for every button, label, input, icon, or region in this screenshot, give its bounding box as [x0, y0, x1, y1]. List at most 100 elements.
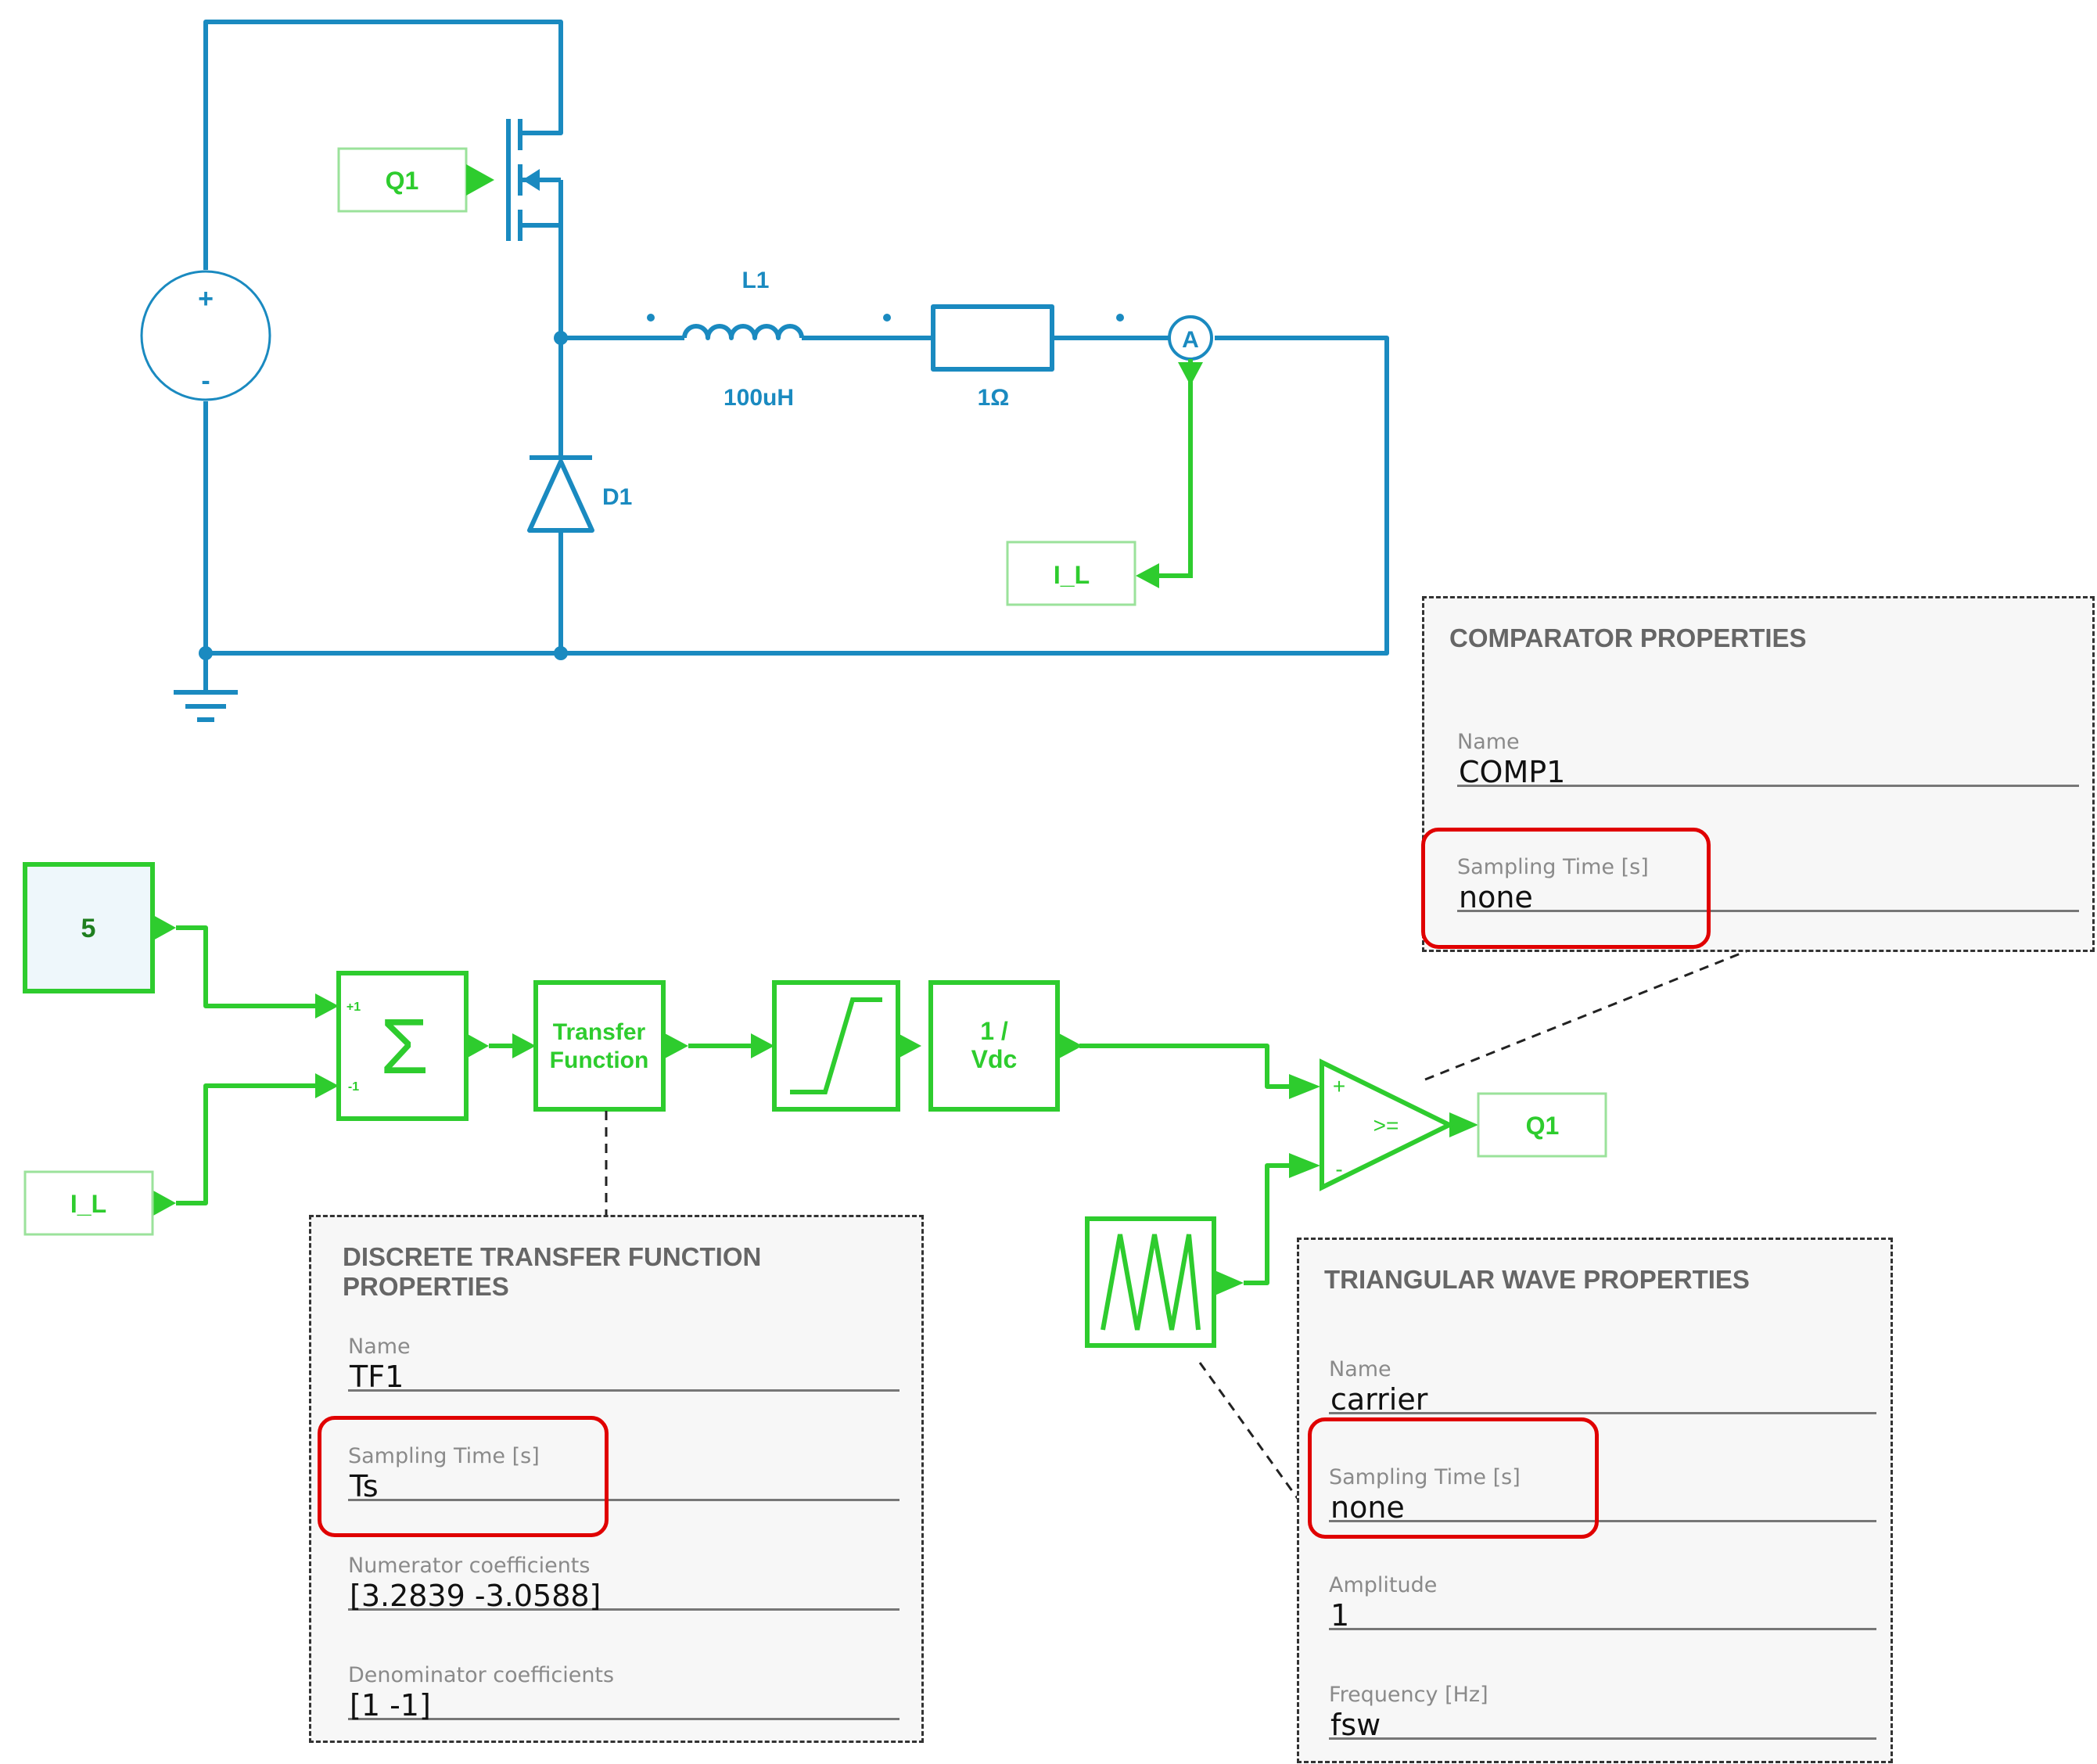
tf-name-value: TF1	[350, 1360, 404, 1394]
saturation-icon	[790, 997, 882, 1094]
triangular-name-label: Name	[1329, 1357, 1391, 1381]
tf-denominator-value: [1 -1]	[350, 1688, 431, 1723]
wire-top	[203, 20, 563, 270]
output-block[interactable]	[1477, 1092, 1607, 1158]
triangular-frequency-field[interactable]: Frequency [Hz] fsw	[1329, 1683, 1876, 1742]
dot-resistor-right	[1116, 314, 1124, 322]
tf-sampling-highlight	[318, 1416, 609, 1537]
comparator-name-field[interactable]: Name COMP1	[1457, 730, 2079, 789]
power-circuit	[140, 20, 1389, 722]
comparator-sampling-highlight	[1421, 828, 1711, 949]
inductor-icon	[682, 324, 804, 340]
triangular-amplitude-value: 1	[1330, 1598, 1350, 1633]
triangular-name-field[interactable]: Name carrier	[1329, 1357, 1876, 1417]
comparator-minus: -	[1335, 1157, 1342, 1181]
comparator-properties-panel: COMPARATOR PROPERTIES Name COMP1 Samplin…	[1422, 596, 2095, 952]
tf-name-label: Name	[348, 1335, 411, 1359]
comparator-sampling-field[interactable]: Sampling Time [s] none	[1457, 855, 2079, 914]
source-minus-label: -	[201, 366, 210, 396]
current-sense-signal	[1136, 359, 1203, 588]
voltage-source-icon	[140, 270, 271, 401]
sum-minus-label: -1	[348, 1080, 359, 1094]
wire-il-sum	[176, 1083, 315, 1205]
triangular-name-value: carrier	[1330, 1382, 1428, 1417]
gate-signal-label: Q1	[386, 167, 419, 195]
triangular-panel-title: TRIANGULAR WAVE PROPERTIES	[1324, 1265, 1750, 1294]
triangular-frequency-label: Frequency [Hz]	[1329, 1683, 1488, 1707]
comparator-sampling-value: none	[1459, 880, 1533, 914]
diode-label: D1	[602, 484, 632, 510]
inductor-value-label: 100uH	[724, 385, 794, 411]
comparator-plus: +	[1333, 1074, 1345, 1098]
feedback-block[interactable]	[23, 1170, 154, 1236]
constant-block[interactable]	[23, 862, 155, 993]
triangular-amplitude-field[interactable]: Amplitude 1	[1329, 1573, 1876, 1633]
triangular-amplitude-label: Amplitude	[1329, 1573, 1438, 1597]
current-signal-label: I_L	[1054, 561, 1090, 589]
arrow-ammeter-out	[1178, 362, 1203, 386]
transfer-function-block[interactable]	[533, 980, 666, 1112]
comparator-name-label: Name	[1457, 730, 1520, 754]
comparator-symbol: >=	[1373, 1113, 1399, 1137]
tf-sampling-value: Ts	[350, 1469, 379, 1504]
resistor-value-label: 1Ω	[978, 385, 1010, 411]
tf-numerator-value: [3.2839 -3.0588]	[350, 1579, 601, 1613]
resistor-icon	[931, 304, 1054, 372]
sum-symbol: Σ	[380, 1003, 429, 1090]
output-label: Q1	[1526, 1112, 1560, 1140]
saturation-block[interactable]	[772, 980, 900, 1112]
tf-name-field[interactable]: Name TF1	[348, 1335, 899, 1394]
gate-arrow	[466, 164, 494, 196]
tf-denominator-field[interactable]: Denominator coefficients [1 -1]	[348, 1663, 899, 1723]
leader-triangular-wave	[1198, 1362, 1300, 1500]
tf-sampling-label: Sampling Time [s]	[348, 1444, 540, 1468]
wire-carrier-comp	[1244, 1163, 1289, 1285]
wire-gain-comp	[1079, 1044, 1289, 1089]
triangular-sampling-value: none	[1330, 1490, 1405, 1525]
mosfet-icon	[506, 119, 563, 338]
transfer-function-properties-panel: DISCRETE TRANSFER FUNCTION PROPERTIES Na…	[309, 1215, 924, 1743]
wire-current-sense	[1156, 359, 1193, 578]
wire-const-sum	[176, 925, 315, 1008]
control-blocks	[23, 862, 1607, 1348]
control-labels: 5 I_L Σ +1 -1 Transfer Function 1 / Vdc …	[70, 914, 1559, 1218]
tf-numerator-label: Numerator coefficients	[348, 1554, 591, 1578]
gain-label-line2: Vdc	[971, 1045, 1018, 1073]
power-circuit-labels: + - L1 100uH 1Ω D1 A	[198, 268, 1199, 510]
tf-label-line2: Function	[550, 1047, 649, 1073]
comparator-panel-title: COMPARATOR PROPERTIES	[1449, 623, 1807, 652]
dot-inductor-left	[647, 314, 655, 322]
comparator-block[interactable]	[1320, 1058, 1455, 1191]
ammeter-label: A	[1182, 327, 1199, 353]
sum-block[interactable]	[336, 971, 469, 1121]
feedback-label: I_L	[70, 1190, 106, 1218]
triangular-sampling-highlight	[1308, 1417, 1599, 1539]
comparator-name-value: COMP1	[1459, 755, 1566, 789]
tf-sampling-field[interactable]: Sampling Time [s] Ts	[348, 1444, 899, 1504]
triangular-sampling-field[interactable]: Sampling Time [s] none	[1329, 1465, 1876, 1525]
leader-comparator	[1424, 949, 1749, 1081]
dot-inductor-right	[883, 314, 891, 322]
sum-plus-label: +1	[347, 1001, 361, 1014]
arrow-il-in	[1136, 563, 1159, 588]
control-wires	[176, 925, 1459, 1285]
source-plus-label: +	[198, 284, 214, 314]
triangle-wave-icon	[1101, 1234, 1201, 1331]
gain-block[interactable]	[928, 980, 1060, 1112]
triangular-frequency-value: fsw	[1330, 1708, 1381, 1742]
ground-icon	[174, 653, 238, 722]
inductor-name-label: L1	[741, 268, 769, 293]
gate-signal-block[interactable]	[337, 147, 468, 213]
node-ground-diode	[554, 646, 568, 660]
diode-icon	[527, 338, 594, 653]
triangular-sampling-label: Sampling Time [s]	[1329, 1465, 1521, 1489]
control-arrows	[153, 915, 1478, 1295]
leader-lines	[605, 949, 1749, 1500]
node-ground-source	[199, 646, 213, 660]
wire-ground-rail	[206, 336, 1389, 656]
tf-numerator-field[interactable]: Numerator coefficients [3.2839 -3.0588]	[348, 1554, 899, 1613]
constant-label: 5	[81, 914, 96, 943]
comparator-sampling-label: Sampling Time [s]	[1457, 855, 1649, 879]
current-signal-block[interactable]	[1006, 541, 1136, 606]
